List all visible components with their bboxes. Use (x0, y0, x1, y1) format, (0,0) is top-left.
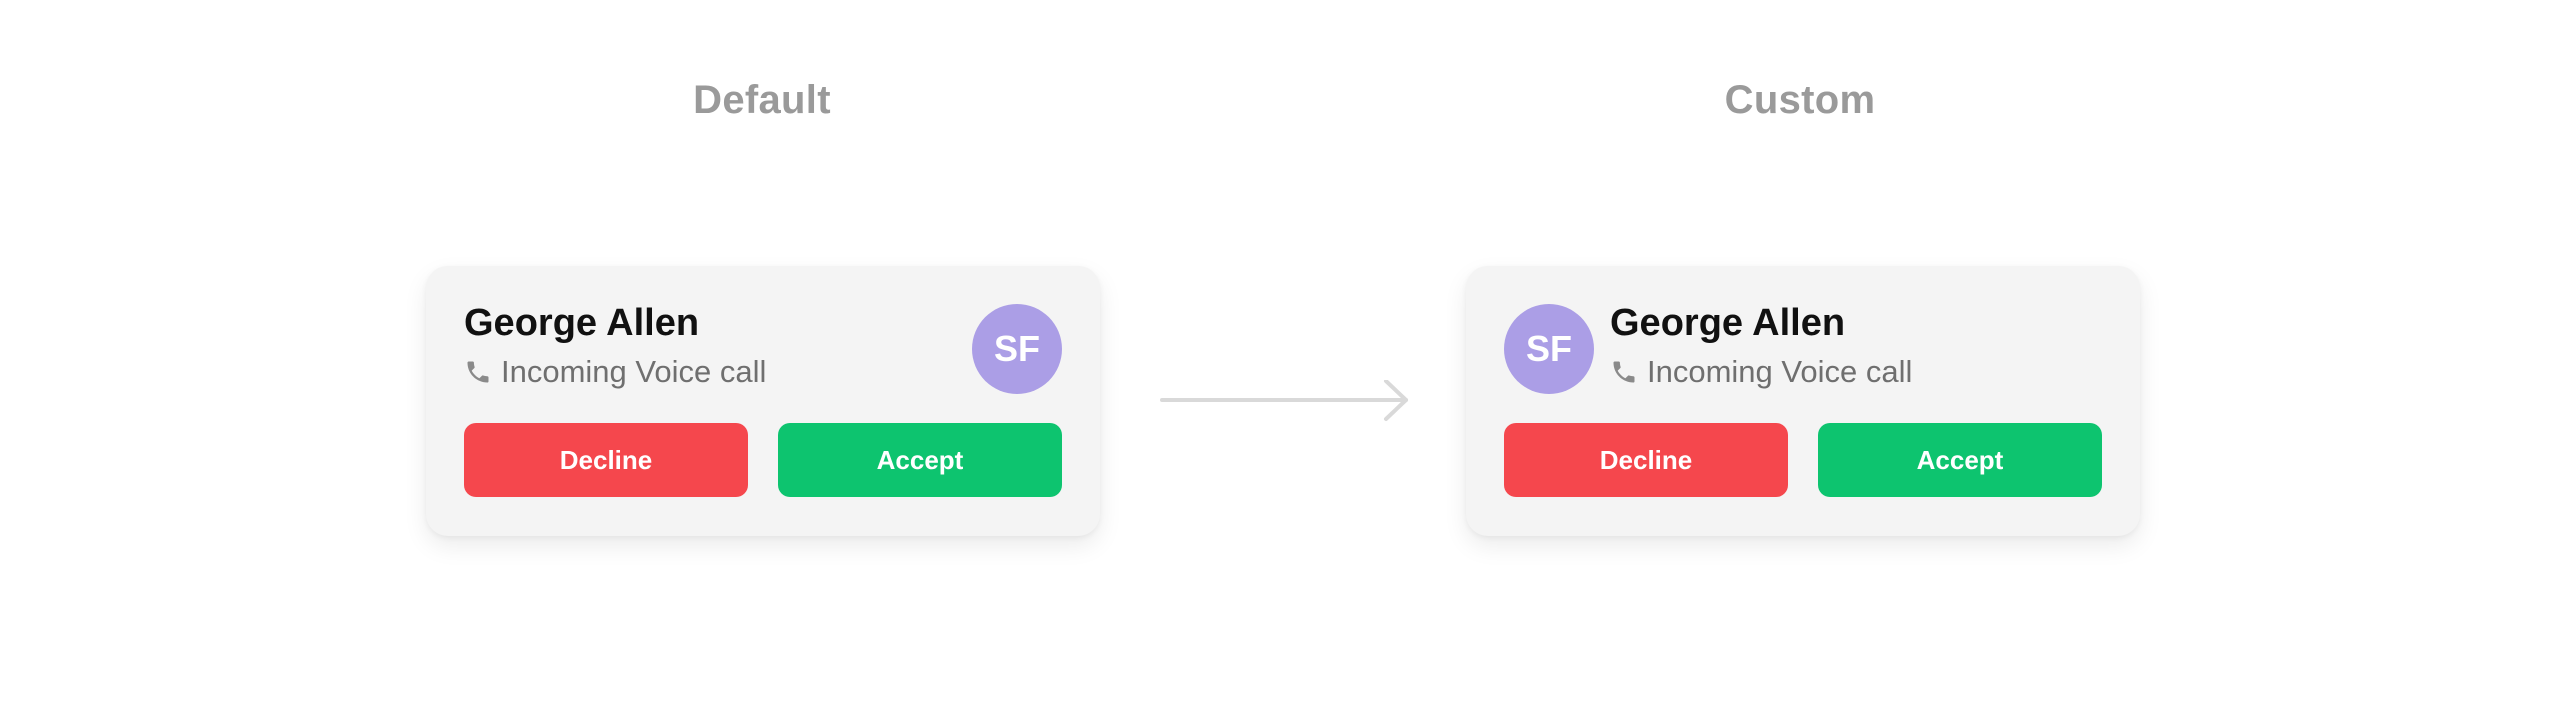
call-status: Incoming Voice call (464, 354, 766, 390)
call-status: Incoming Voice call (1610, 354, 1912, 390)
default-section-title: Default (693, 78, 831, 122)
call-status-text: Incoming Voice call (1647, 354, 1913, 389)
call-status-text: Incoming Voice call (501, 354, 767, 389)
accept-button[interactable]: Accept (1818, 423, 2102, 497)
caller-name: George Allen (464, 302, 700, 344)
default-incoming-call-card: George Allen Incoming Voice call SF Decl… (426, 266, 1100, 536)
accept-button[interactable]: Accept (778, 423, 1062, 497)
custom-section-title: Custom (1724, 78, 1876, 122)
phone-icon (1610, 358, 1638, 386)
caller-name: George Allen (1610, 302, 1846, 344)
decline-button[interactable]: Decline (1504, 423, 1788, 497)
decline-button[interactable]: Decline (464, 423, 748, 497)
custom-incoming-call-card: SF George Allen Incoming Voice call Decl… (1466, 266, 2140, 536)
avatar: SF (1504, 304, 1594, 394)
avatar: SF (972, 304, 1062, 394)
arrow-right-icon (1160, 379, 1418, 435)
phone-icon (464, 358, 492, 386)
